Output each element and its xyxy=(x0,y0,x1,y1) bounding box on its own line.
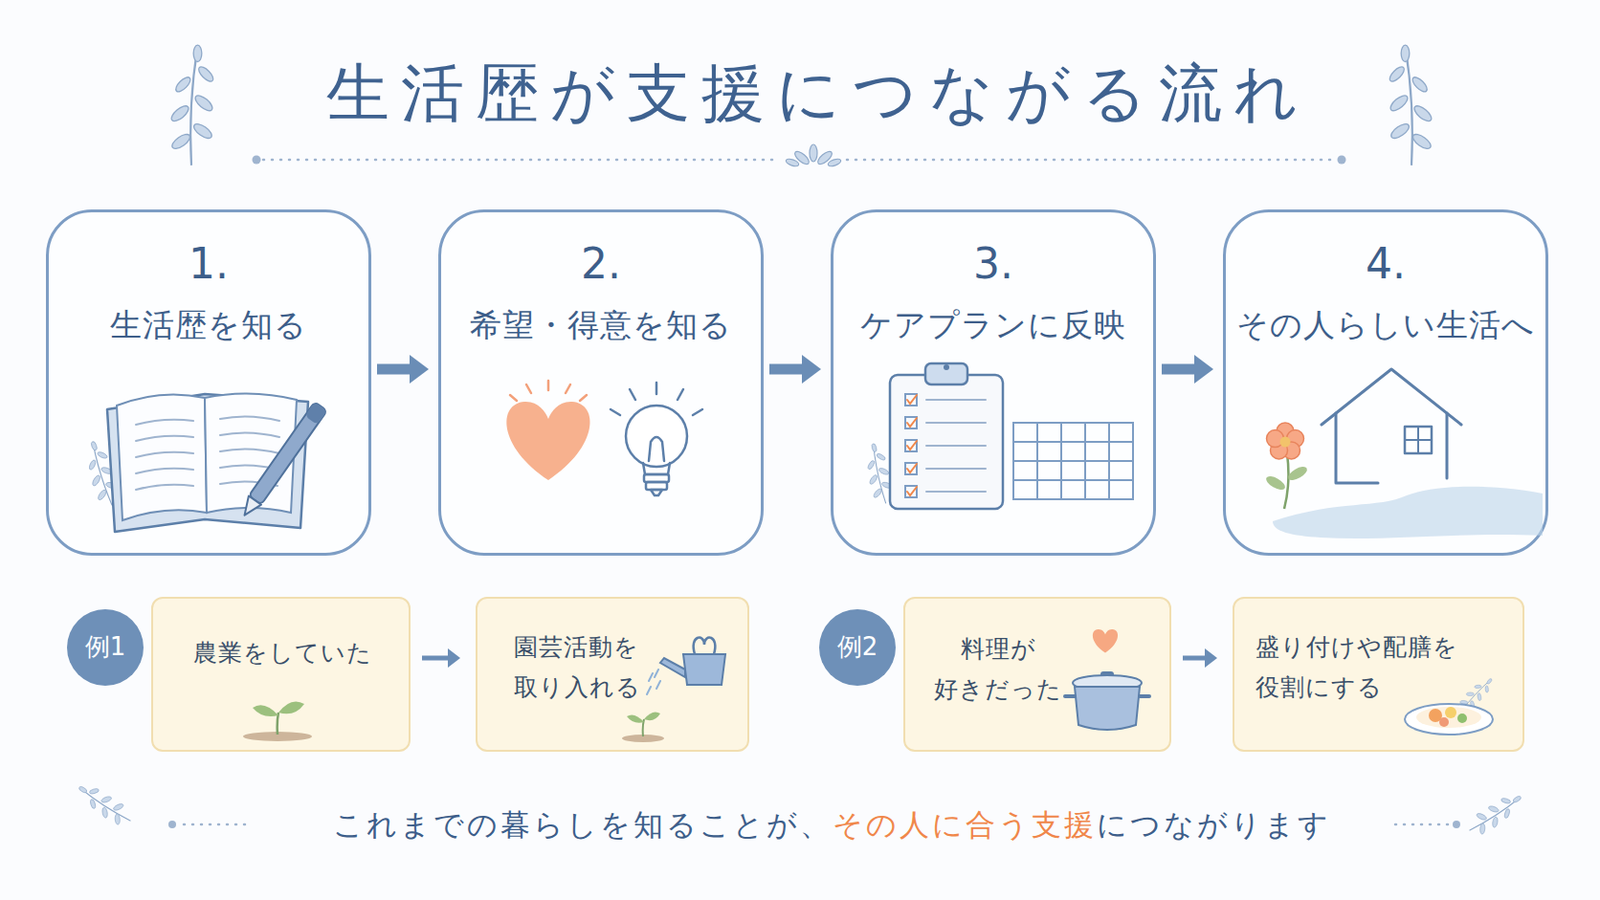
title-decoration-part-part xyxy=(793,149,812,167)
caption-decoration-part xyxy=(1395,823,1449,827)
flow-arrow xyxy=(769,355,822,384)
title-decoration-part xyxy=(1387,44,1434,166)
title-decoration-part xyxy=(252,155,262,165)
arrow-head xyxy=(409,355,429,384)
flow-arrow xyxy=(422,648,461,668)
flow-arrow xyxy=(377,355,429,384)
example-box: 盛り付けや配膳を 役割にする xyxy=(1232,597,1525,753)
example-text: 盛り付けや配膳を 役割にする xyxy=(1255,627,1486,709)
arrow-shaft xyxy=(1161,364,1197,376)
caption-part: これまでの暮らしを知ることが、 xyxy=(333,807,833,843)
flow-arrow xyxy=(1182,648,1218,668)
arrow-head xyxy=(801,355,822,384)
process-box: 2. 希望・得意を知る xyxy=(438,209,764,556)
example-text: 料理が 好きだった xyxy=(926,629,1070,711)
badge-text: 例2 xyxy=(819,630,896,665)
step-number: 1. xyxy=(48,239,369,289)
caption-text: これまでの暮らしを知ることが、その人に合う支援につながります xyxy=(63,805,1600,845)
caption-highlight: その人に合う支援 xyxy=(832,807,1097,843)
example-box: 園芸活動を 取り入れる xyxy=(475,597,750,753)
step-number: 3. xyxy=(833,239,1154,289)
arrow-shaft xyxy=(422,656,449,662)
title-decoration-part xyxy=(263,158,780,162)
arrow-shaft xyxy=(1182,656,1206,662)
step-label: その人らしい生活へ xyxy=(1225,306,1546,345)
caption-decoration-part xyxy=(1452,821,1461,829)
caption-decoration-part xyxy=(183,823,251,827)
arrow-head xyxy=(1194,355,1214,384)
example-text: 農業をしていた xyxy=(153,633,413,674)
title-decoration-part-part xyxy=(809,144,818,162)
title-decoration-part xyxy=(846,158,1335,162)
title-decoration-part xyxy=(169,44,216,166)
step-number: 4. xyxy=(1225,239,1546,289)
badge-text: 例1 xyxy=(66,630,144,665)
title-decoration-part xyxy=(784,144,842,168)
example-text: 園芸活動を 取り入れる xyxy=(513,627,677,709)
step-label: 希望・得意を知る xyxy=(441,306,761,345)
title-decoration-part-part xyxy=(816,149,835,167)
process-box: 3. ケアプランに反映 xyxy=(830,209,1156,556)
arrow-head xyxy=(447,648,461,668)
caption-decoration-part xyxy=(1463,789,1529,841)
arrow-shaft xyxy=(769,364,804,376)
arrow-head xyxy=(1204,648,1218,668)
arrow-shaft xyxy=(377,364,412,376)
example-badge: 例2 xyxy=(819,609,896,687)
flow-arrow xyxy=(1161,355,1214,384)
step-label: ケアプランに反映 xyxy=(833,306,1154,345)
process-box: 4. その人らしい生活へ xyxy=(1222,209,1549,556)
example-badge: 例1 xyxy=(66,609,144,687)
diagram-title: 生活歴が支援につながる流れ xyxy=(36,55,1600,133)
caption-decoration-part xyxy=(168,821,177,829)
title-decoration-part xyxy=(1337,155,1347,165)
title-decoration-part-part xyxy=(826,157,842,168)
process-box: 1. 生活歴を知る xyxy=(45,209,372,556)
step-number: 2. xyxy=(441,239,761,289)
caption-decoration-part xyxy=(71,779,137,831)
example-box: 農業をしていた xyxy=(151,597,411,753)
example-box: 料理が 好きだった xyxy=(903,597,1172,753)
step-label: 生活歴を知る xyxy=(48,306,369,345)
title-decoration-part-part xyxy=(784,157,800,168)
caption-part: につながります xyxy=(1096,807,1332,843)
